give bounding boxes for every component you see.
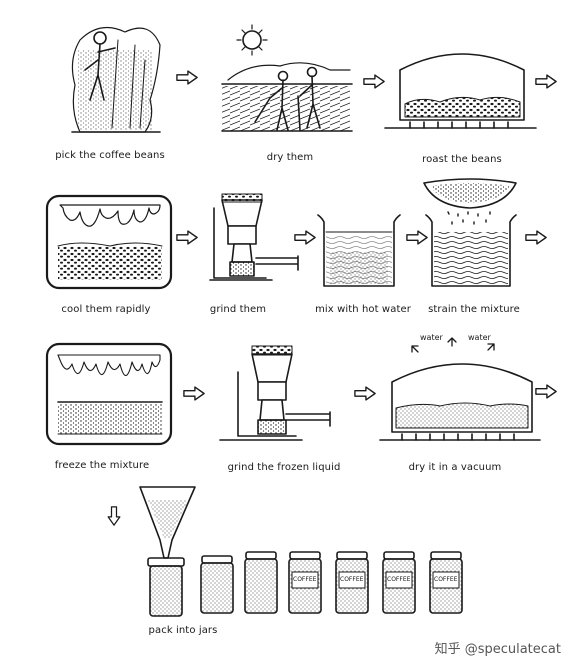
- jar-label-6: COFFEE: [434, 576, 458, 583]
- watermark: 知乎 @speculatecat: [434, 642, 561, 657]
- step-label-freeze: freeze the mixture: [54, 460, 150, 471]
- grinder-illustration: [209, 193, 299, 281]
- step-label-pack: pack into jars: [148, 625, 218, 636]
- step-label-dry: dry them: [266, 152, 314, 163]
- arrow-9: [354, 386, 376, 401]
- arrow-6: [406, 230, 428, 245]
- arrow-1: [176, 70, 198, 85]
- arrow-11: [107, 506, 121, 526]
- jar-3: [288, 551, 322, 614]
- jar-5: [382, 551, 416, 614]
- coffee-picker-illustration: [71, 26, 161, 133]
- mixing-beaker-illustration: [317, 214, 401, 287]
- vacuum-water-label-right: water: [468, 333, 491, 342]
- step-label-cool: cool them rapidly: [61, 304, 151, 315]
- vacuum-dryer-illustration: [379, 337, 541, 441]
- arrow-3: [535, 74, 557, 89]
- step-label-pick: pick the coffee beans: [55, 150, 165, 161]
- step-label-vacuum: dry it in a vacuum: [408, 462, 502, 473]
- arrow-10: [535, 384, 557, 399]
- arrow-4: [176, 230, 198, 245]
- cooling-tray-illustration: [45, 194, 173, 290]
- step-label-roast: roast the beans: [422, 154, 502, 165]
- jar-6: [429, 551, 463, 614]
- drying-field-illustration: [221, 24, 353, 132]
- step-label-strain: strain the mixture: [428, 304, 520, 315]
- arrow-7: [525, 230, 547, 245]
- strainer-illustration: [423, 178, 517, 287]
- vacuum-water-label-left: water: [420, 333, 443, 342]
- step-label-grind: grind them: [209, 304, 267, 315]
- roaster-illustration: [384, 53, 537, 129]
- jar-packing-illustration: [139, 486, 196, 617]
- jar-label-4: COFFEE: [340, 576, 364, 583]
- step-label-grind-frozen: grind the frozen liquid: [227, 462, 341, 473]
- step-label-mix: mix with hot water: [315, 304, 411, 315]
- arrow-2: [363, 74, 385, 89]
- jar-1: [200, 555, 234, 614]
- frozen-grinder-illustration: [219, 345, 331, 441]
- jar-label-3: COFFEE: [293, 576, 317, 583]
- arrow-5: [294, 230, 316, 245]
- jar-4: [335, 551, 369, 614]
- jar-label-5: COFFEE: [387, 576, 411, 583]
- jar-2: [244, 551, 278, 614]
- freezing-tray-illustration: [45, 342, 173, 446]
- jar-row: [200, 551, 463, 614]
- arrow-8: [183, 386, 205, 401]
